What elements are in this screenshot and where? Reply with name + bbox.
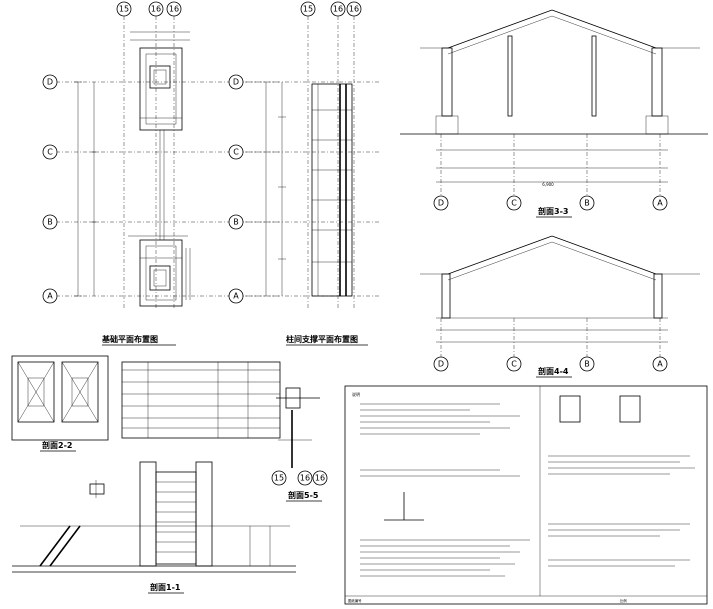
notes-panel: 说明 (344, 385, 708, 605)
section55-title: 剖面5-5 (288, 490, 319, 500)
axis-bubble-b-plan2 (228, 214, 244, 230)
section33-span-dimension: 6,900 (542, 182, 554, 187)
axis-bubble-b-s44 (579, 356, 595, 372)
axis-label-16a-s55: 16 (300, 474, 310, 483)
axis-bubble-d-s33 (433, 195, 449, 211)
axis-bubble-15-s55 (271, 470, 287, 486)
axis-label-a-s44: A (657, 360, 663, 369)
axis-bubble-b-plan1 (42, 214, 58, 230)
axis-label-c-s33: C (511, 199, 517, 208)
axis-label-16a-plan2: 16 (333, 5, 343, 14)
section22-title: 剖面2-2 (42, 440, 72, 450)
axis-bubble-c-plan2 (228, 144, 244, 160)
axis-bubble-a-plan1 (42, 288, 58, 304)
axis-label-a-s33: A (657, 199, 663, 208)
axis-label-16b-plan1: 16 (169, 5, 179, 14)
axis-label-d-plan1: D (47, 78, 53, 87)
axis-label-16a-plan1: 16 (151, 5, 161, 14)
axis-label-15-plan2: 15 (303, 5, 313, 14)
axis-label-16b-plan2: 16 (349, 5, 359, 14)
axis-label-b-plan1: B (47, 218, 53, 227)
axis-label-b-s33: B (584, 199, 590, 208)
section-1-1: 剖面1-1 (12, 461, 296, 594)
axis-bubble-c-s33 (506, 195, 522, 211)
axis-bubble-d-plan1 (42, 74, 58, 90)
axis-label-c-plan1: C (47, 148, 53, 157)
axis-bubble-a-s33 (652, 195, 668, 211)
axis-bubble-16b-s55 (312, 470, 328, 486)
axis-label-d-s44: D (438, 360, 444, 369)
axis-label-15-plan1: 15 (119, 5, 129, 14)
axis-label-d-s33: D (438, 199, 444, 208)
frame-elevation (311, 83, 353, 297)
section44-title: 剖面4-4 (538, 366, 569, 376)
axis-label-a-plan2: A (233, 292, 239, 301)
section-4-4: D C B A 剖面4-4 (420, 235, 700, 378)
section-5-5: 15 16 16 剖面5-5 (271, 387, 328, 502)
axis-label-15-s55: 15 (274, 474, 284, 483)
title-block-right: 比例 (620, 598, 627, 603)
member-schedule-table (121, 361, 281, 439)
section33-title: 剖面3-3 (538, 206, 568, 216)
section11-title: 剖面1-1 (150, 582, 181, 592)
axis-label-b-s44: B (584, 360, 590, 369)
axis-label-c-s44: C (511, 360, 517, 369)
axis-bubble-a-s44 (652, 356, 668, 372)
plan1-caption: 基础平面布置图 (101, 334, 158, 344)
section-3-3: 6,900 D C B A 剖面3-3 (400, 9, 708, 218)
axis-bubble-d-plan2 (228, 74, 244, 90)
axis-bubble-a-plan2 (228, 288, 244, 304)
axis-label-b-plan2: B (233, 218, 239, 227)
footing-upper (139, 47, 183, 131)
title-block-left: 图纸编号 (348, 598, 362, 603)
notes-heading: 说明 (352, 391, 360, 397)
plan2-caption: 柱间支撑平面布置图 (286, 334, 358, 344)
axis-bubble-c-plan1 (42, 144, 58, 160)
axis-bubble-c-s44 (506, 356, 522, 372)
axis-label-c-plan2: C (233, 148, 239, 157)
footing-lower (139, 239, 183, 307)
axis-bubble-b-s33 (579, 195, 595, 211)
axis-label-16b-s55: 16 (315, 474, 325, 483)
axis-label-d-plan2: D (233, 78, 239, 87)
section-2-2: 剖面2-2 (11, 355, 109, 498)
axis-bubble-d-s44 (433, 356, 449, 372)
plan-view-structure: 15 16 16 D C B A (228, 1, 380, 346)
plan-view-foundation: 15 16 16 D C B A (42, 1, 280, 346)
axis-label-a-plan1: A (47, 292, 53, 301)
axis-bubble-16a-s55 (297, 470, 313, 486)
